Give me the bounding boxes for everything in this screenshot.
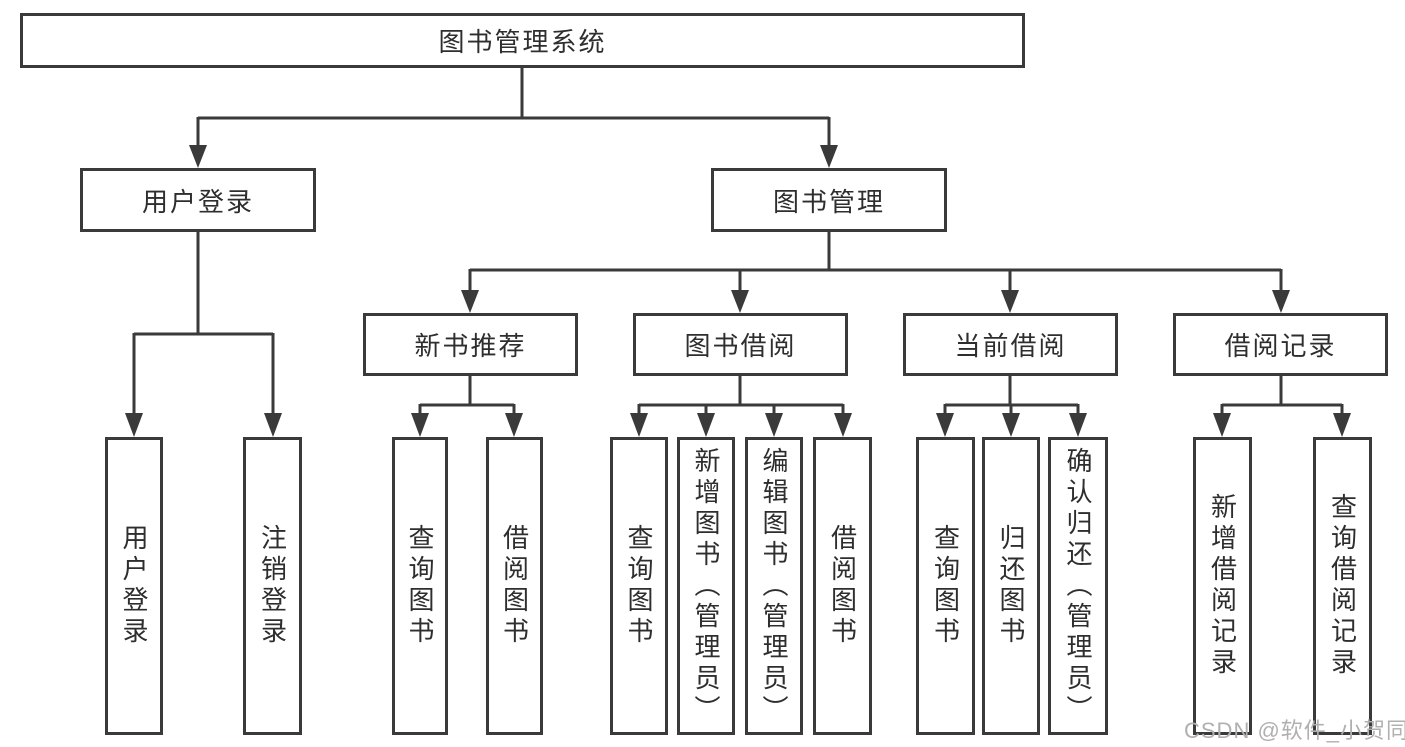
node-leaf-add-books-admin: 新增图书（管理员）	[677, 437, 735, 735]
node-leaf-user-login: 用户登录	[105, 437, 163, 735]
node-user-login: 用户登录	[80, 168, 316, 232]
node-book-borrow-label: 图书借阅	[684, 331, 797, 361]
watermark: CSDN @软件_小贺同学	[1184, 718, 1405, 743]
node-leaf-edit-books-admin: 编辑图书（管理员）	[745, 437, 803, 735]
node-new-books-label: 新书推荐	[414, 331, 527, 361]
node-book-mgmt: 图书管理	[711, 168, 947, 232]
node-leaf-return-books: 归还图书	[982, 437, 1040, 735]
node-root-label: 图书管理系统	[438, 27, 607, 57]
node-root: 图书管理系统	[20, 13, 1025, 68]
node-book-borrow: 图书借阅	[633, 313, 848, 376]
node-borrow-records: 借阅记录	[1173, 313, 1388, 376]
node-new-books: 新书推荐	[363, 313, 578, 376]
node-current-borrow-label: 当前借阅	[954, 331, 1067, 361]
node-book-mgmt-label: 图书管理	[772, 186, 885, 217]
node-leaf-query-books-borrow: 查询图书	[610, 437, 668, 735]
node-leaf-confirm-return-admin: 确认归还（管理员）	[1048, 437, 1108, 735]
node-leaf-query-books-current: 查询图书	[916, 437, 975, 735]
arrowheads	[125, 145, 1351, 437]
node-borrow-records-label: 借阅记录	[1224, 331, 1337, 361]
node-leaf-add-borrow-record: 新增借阅记录	[1193, 437, 1252, 735]
node-leaf-borrow-books-new: 借阅图书	[486, 437, 543, 735]
node-user-login-label: 用户登录	[141, 186, 254, 217]
node-current-borrow: 当前借阅	[903, 313, 1118, 376]
node-leaf-logout: 注销登录	[243, 437, 302, 735]
node-leaf-query-borrow-record: 查询借阅记录	[1313, 437, 1372, 735]
node-leaf-query-books-new: 查询图书	[392, 437, 448, 735]
node-leaf-borrow-books-borrow: 借阅图书	[813, 437, 872, 735]
